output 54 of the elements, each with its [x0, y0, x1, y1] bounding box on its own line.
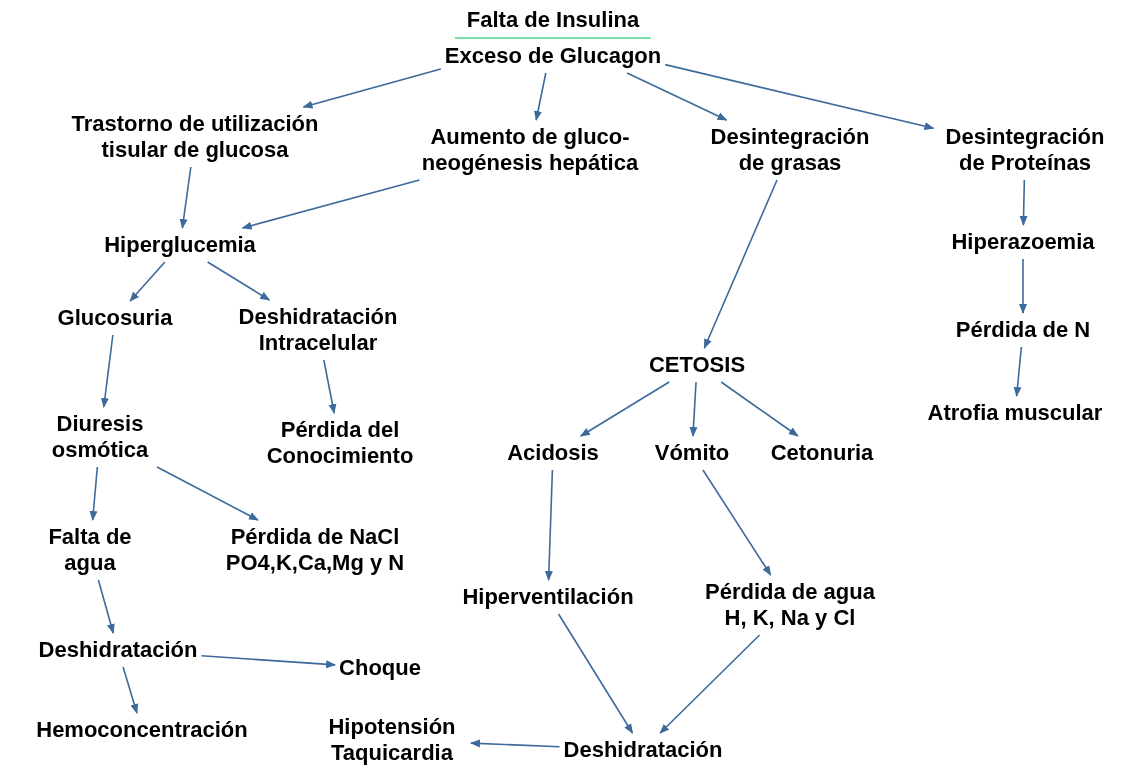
heading-text: Falta de Insulina: [454, 7, 652, 39]
arrow: [302, 68, 442, 109]
arrow: [470, 739, 561, 748]
node-label: Pérdida del Conocimiento: [245, 417, 435, 469]
arrow: [659, 634, 761, 734]
arrow: [689, 381, 698, 437]
arrow: [534, 72, 547, 121]
arrow: [1019, 258, 1027, 314]
arrow: [557, 613, 634, 734]
arrow: [702, 469, 772, 576]
arrow: [544, 469, 554, 581]
node-label: Trastorno de utilización tisular de glucosa: [55, 111, 335, 163]
node-label: Falta de agua: [40, 524, 140, 576]
node-label: Desintegración de grasas: [702, 124, 878, 176]
node-label: Deshidratación: [563, 737, 723, 763]
arrow: [129, 261, 166, 302]
node-label: CETOSIS: [648, 352, 746, 378]
node-label: Hiperglucemia: [104, 232, 256, 258]
subheading-text: Exceso de Glucagon: [444, 43, 662, 69]
node-label: Hipotensión Taquicardia: [317, 714, 467, 765]
node-label: Hiperazoemia: [951, 229, 1095, 255]
arrow: [1019, 179, 1028, 226]
node-label: Deshidratación: [38, 637, 198, 663]
arrow: [703, 179, 778, 349]
node-label: Hiperventilación: [462, 584, 634, 610]
node-label: Atrofia muscular: [927, 400, 1103, 426]
node-label: Desintegración de Proteínas: [937, 124, 1113, 176]
node-label: Pérdida de NaCl PO4,K,Ca,Mg y N: [190, 524, 440, 576]
node-label: Choque: [339, 655, 421, 681]
arrow: [200, 654, 337, 669]
node-label: Deshidratación Intracelular: [213, 304, 423, 356]
node-label: Hemoconcentración: [36, 717, 248, 743]
node-label: Pérdida de N: [955, 317, 1091, 343]
node-label: Pérdida de agua H, K, Na y Cl: [700, 579, 880, 631]
arrow: [664, 63, 935, 131]
arrow: [579, 381, 670, 437]
arrow: [720, 381, 799, 437]
arrow: [626, 72, 728, 121]
arrow: [323, 359, 337, 414]
node-label: Acidosis: [507, 440, 599, 466]
node-label: Cetonuria: [770, 440, 874, 466]
arrow: [156, 466, 259, 521]
arrow: [89, 466, 99, 521]
arrow: [241, 179, 421, 230]
node-label: Vómito: [654, 440, 730, 466]
node-label: Diuresis osmótica: [35, 411, 165, 463]
node-label: Aumento de gluco-neogénesis hepática: [395, 124, 665, 176]
arrow: [1013, 346, 1023, 397]
arrow: [100, 334, 114, 408]
arrow: [122, 666, 139, 714]
arrow: [179, 166, 192, 229]
node-label: Glucosuria: [57, 305, 173, 331]
arrow: [97, 579, 115, 634]
arrow: [206, 261, 271, 301]
